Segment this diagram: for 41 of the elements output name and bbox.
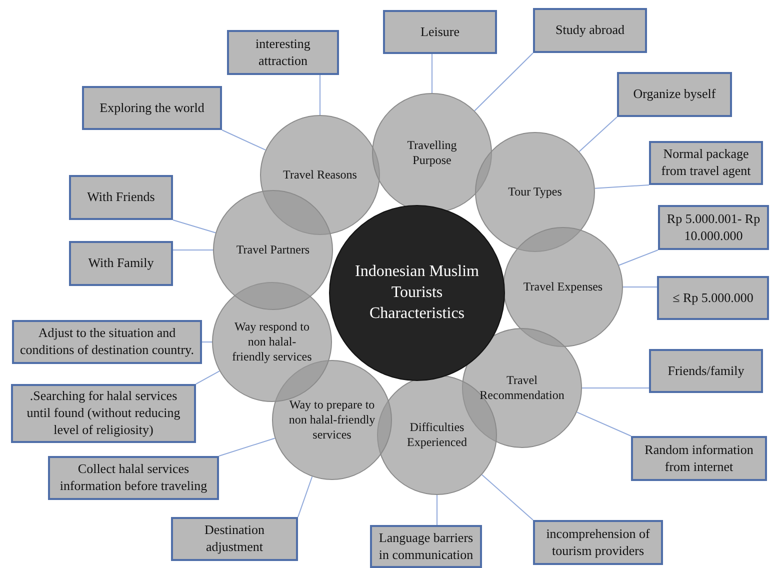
category-label: Travelling Purpose [406, 138, 458, 168]
item-box: ≤ Rp 5.000.000 [657, 276, 769, 320]
item-box: incomprehension of tourism providers [533, 520, 663, 565]
connector-line [298, 476, 313, 518]
item-box: Organize byself [617, 72, 732, 117]
item-box: With Friends [69, 175, 173, 220]
category-label: Travel Expenses [522, 280, 604, 294]
connector-line [622, 286, 658, 288]
item-box: With Family [69, 241, 173, 286]
category-label: Travel Partners [235, 242, 311, 258]
item-box: Rp 5.000.001- Rp 10.000.000 [658, 205, 769, 250]
category-label: Travel Recommendation [478, 373, 566, 403]
category-label: Difficulties Experienced [406, 420, 468, 450]
item-box: Language barriers in communication [370, 525, 482, 568]
item-box: Study abroad [533, 8, 647, 53]
connector-line [218, 438, 276, 456]
connector-line [576, 412, 632, 436]
category-label: Way to prepare to non halal-friendly services [288, 398, 376, 442]
category-label: Travel Reasons [282, 168, 358, 182]
item-box: Normal package from travel agent [649, 141, 763, 185]
item-box: Adjust to the situation and conditions of destination country. [12, 320, 202, 364]
center-title: Indonesian Muslim Tourists Characteristics [354, 262, 480, 324]
connector-line [196, 370, 220, 384]
item-box: interesting attraction [227, 30, 339, 75]
item-box: Destination adjustment [171, 517, 298, 561]
category-label: Tour Types [507, 184, 563, 200]
item-box: Friends/family [649, 349, 763, 393]
connector-line [481, 474, 534, 520]
item-box: Leisure [383, 10, 497, 54]
item-box: Random information from internet [631, 436, 767, 481]
connector-line [578, 116, 618, 152]
connector-line [474, 52, 534, 112]
item-box: Collect halal services information before traveling [48, 456, 219, 500]
connector-line [222, 130, 266, 150]
item-box: Exploring the world [82, 86, 222, 130]
connector-line [436, 494, 438, 526]
connector-line [172, 220, 216, 234]
connector-line [618, 250, 658, 266]
connector-line [594, 184, 650, 189]
category-label: Way respond to non halal-friendly services [231, 320, 313, 364]
item-box: .Searching for halal services until found (without reducing level of religiosity) [11, 384, 196, 443]
